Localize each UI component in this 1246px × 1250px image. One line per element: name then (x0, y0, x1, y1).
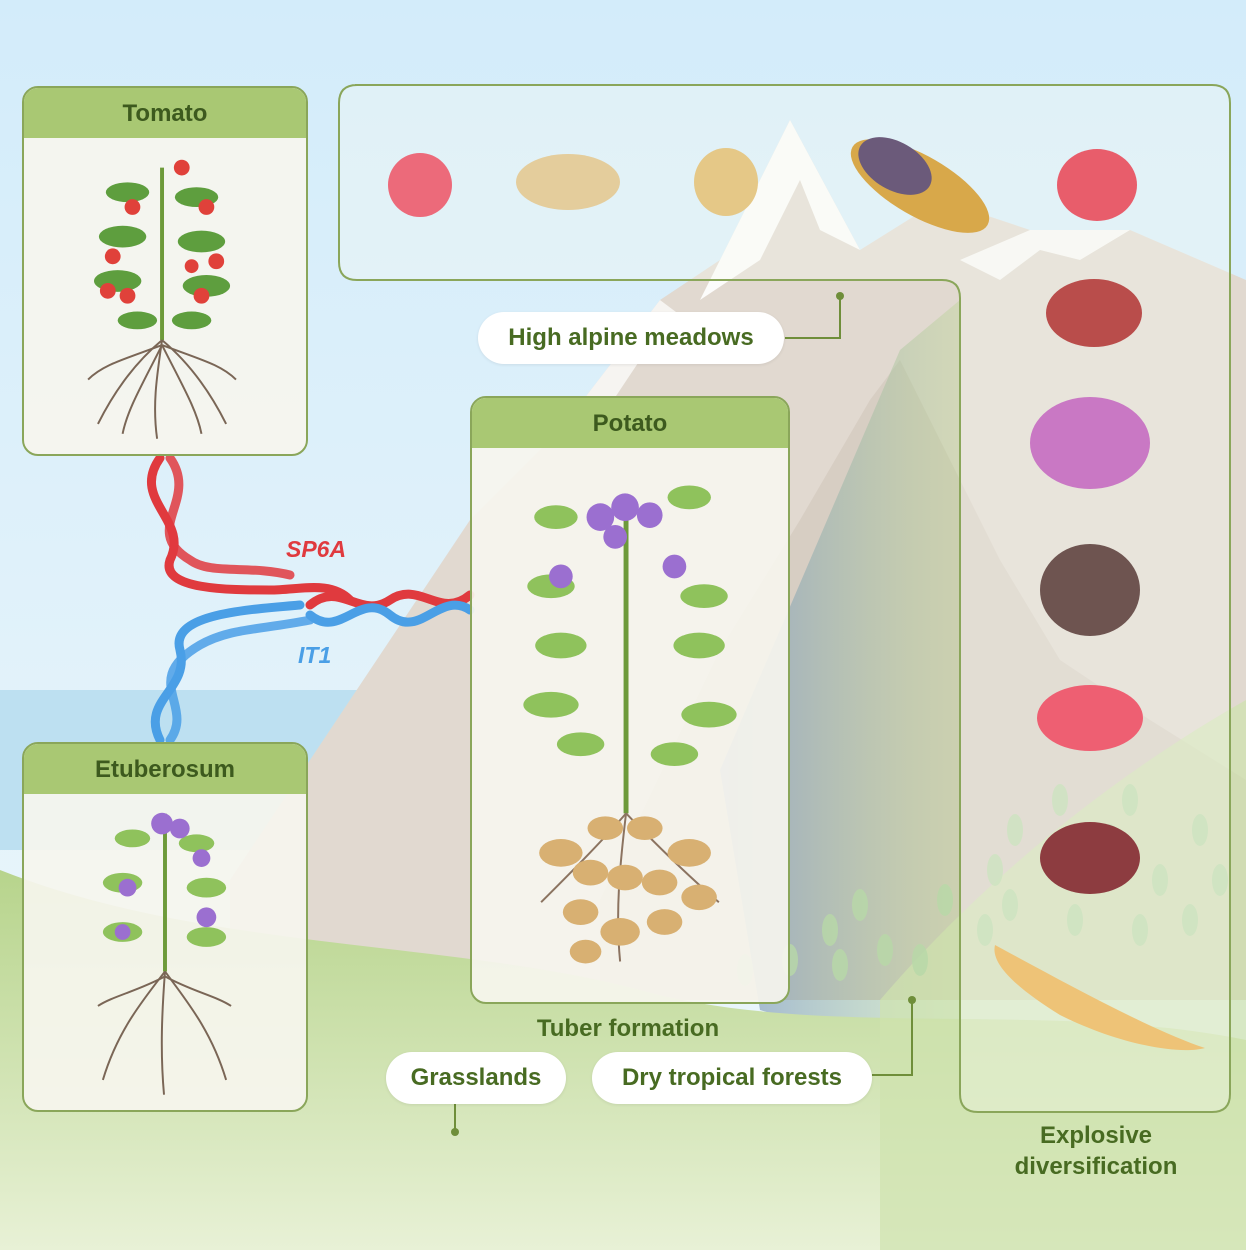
etuberosum-plant-illustration (97, 812, 232, 1095)
diversification-line: diversification (1014, 1153, 1178, 1180)
tomato-plant-illustration (87, 159, 237, 439)
it1-helix-strand (150, 600, 305, 745)
grasslands-label: Grasslands (386, 1052, 566, 1104)
etuberosum-panel: Etuberosum (22, 742, 308, 1112)
sp6a-helix-strand (147, 453, 355, 605)
potato-plant-illustration (523, 485, 737, 964)
sp6a-gene-label: SP6A (286, 536, 347, 562)
explosive-diversification-caption: Explosive diversification (990, 1120, 1202, 1182)
etuberosum-panel-title: Etuberosum (24, 744, 306, 794)
potato-panel-title: Potato (472, 398, 788, 448)
dry-tropical-forests-label: Dry tropical forests (592, 1052, 872, 1104)
potato-panel: Potato (470, 396, 790, 1004)
tomato-panel: Tomato (22, 86, 308, 456)
it1-gene-label: IT1 (298, 642, 332, 668)
explosive-line: Explosive (1039, 1122, 1153, 1149)
tuber-formation-caption: Tuber formation (536, 1015, 720, 1042)
tomato-panel-title: Tomato (24, 88, 306, 138)
high-alpine-meadows-label: High alpine meadows (478, 312, 784, 364)
